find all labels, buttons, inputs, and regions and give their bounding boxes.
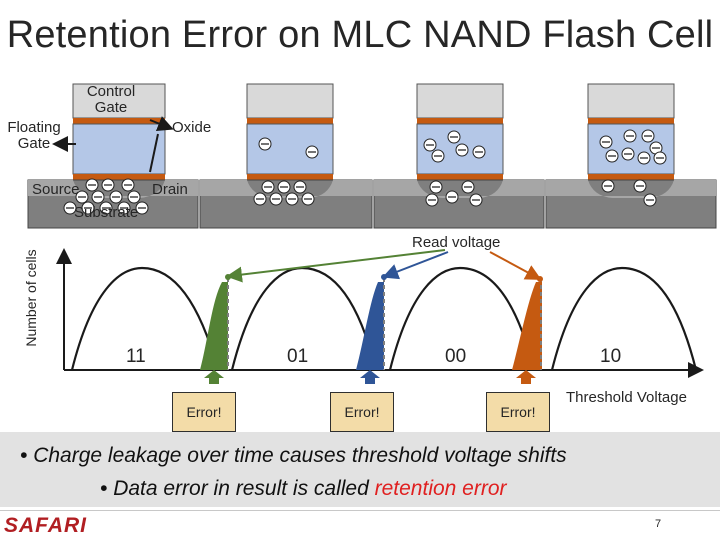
x-axis-label: Threshold Voltage	[566, 389, 687, 406]
state-label-11: 11	[126, 346, 146, 367]
error-box-green: Error!	[172, 392, 236, 432]
footer-divider	[0, 510, 720, 511]
drain-label: Drain	[152, 181, 188, 198]
page-title: Retention Error on MLC NAND Flash Cell	[6, 14, 714, 56]
page-number: 7	[655, 518, 662, 530]
safari-logo: SAFARI	[4, 514, 88, 537]
floating-gate-label: Floating Gate	[7, 119, 61, 152]
flash-cell-1	[27, 83, 199, 229]
state-label-01: 01	[287, 346, 309, 367]
control-gate-label: Control Gate	[86, 83, 136, 116]
state-label-00: 00	[445, 346, 467, 367]
error-box-blue: Error!	[330, 392, 394, 432]
state-label-10: 10	[600, 346, 622, 367]
bullet-panel	[0, 432, 720, 507]
oxide-layer	[73, 118, 165, 124]
read-voltage-lines	[227, 278, 542, 370]
electrons	[63, 129, 667, 215]
error-region-orange	[512, 282, 542, 370]
tunnel-oxide	[73, 174, 165, 180]
oxide-label: Oxide	[172, 119, 212, 136]
source-label: Source	[32, 181, 80, 198]
floating-gate	[72, 123, 166, 175]
bullet-1: • Charge leakage over time causes thresh…	[20, 444, 567, 467]
bullet-2: • Data error in result is called retenti…	[100, 477, 507, 500]
error-region-green	[200, 282, 228, 370]
read-voltage-label: Read voltage	[412, 234, 501, 251]
error-region-blue	[356, 282, 384, 370]
flash-cell-3	[373, 83, 545, 229]
distribution-curves	[70, 266, 698, 371]
flash-cell-2	[199, 83, 373, 229]
error-box-orange: Error!	[486, 392, 550, 432]
control-gate	[72, 83, 166, 119]
y-axis-label: Number of cells	[23, 249, 39, 347]
substrate-label: Substrate	[74, 204, 139, 221]
retention-error-highlight: retention error	[374, 477, 507, 500]
error-arrows	[204, 370, 536, 384]
